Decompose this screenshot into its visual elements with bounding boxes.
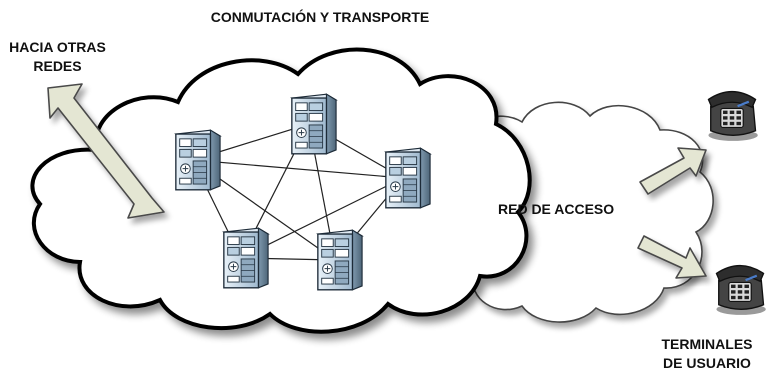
- server-icon: [291, 93, 337, 155]
- user-terminals-label: TERMINALES DE USUARIO: [661, 336, 753, 371]
- arrow-to-terminal-1: [639, 147, 707, 195]
- access-network-label: RED DE ACCESO: [498, 201, 615, 217]
- server-icon: [317, 229, 363, 291]
- arrow-to-terminal-2: [637, 235, 707, 279]
- core-network-cloud: [30, 47, 532, 334]
- server-icon: [223, 227, 269, 289]
- server-icon: [385, 147, 431, 209]
- other-networks-label: HACIA OTRAS REDES: [9, 39, 106, 74]
- link-server-1-server-3: [192, 159, 404, 179]
- arrow-to-other-networks: [47, 83, 165, 219]
- telephone-icon: [707, 90, 759, 142]
- telephone-icon: [715, 264, 767, 316]
- core-network-title: CONMUTACIÓN Y TRANSPORTE: [210, 9, 430, 25]
- server-icon: [175, 129, 221, 191]
